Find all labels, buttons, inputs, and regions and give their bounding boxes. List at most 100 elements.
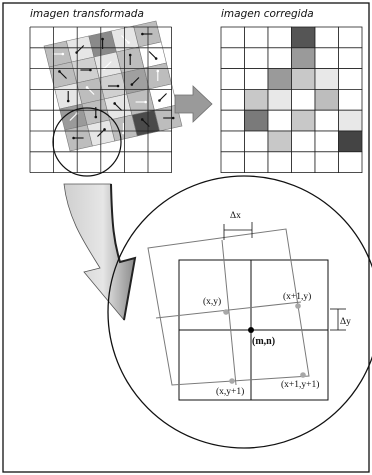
corrected-cell (338, 47, 363, 69)
corrected-cell (291, 89, 316, 111)
corrected-cell (338, 130, 363, 153)
displacement-arrowhead (66, 99, 70, 103)
displacement-arrowhead (144, 100, 147, 104)
displacement-arrowhead (101, 37, 104, 41)
displacement-arrow (103, 61, 112, 69)
title-corrected: imagen corregida (221, 8, 314, 20)
sample-point (295, 303, 301, 309)
corrected-cell (314, 130, 339, 153)
corrected-cell (314, 26, 339, 49)
title-transformed: imagen transformada (30, 8, 144, 20)
displacement-arrowhead (130, 83, 134, 86)
sample-point (223, 309, 229, 315)
input-grid-frame (147, 228, 310, 386)
corrected-cell (220, 109, 245, 132)
displacement-arrowhead (72, 136, 75, 140)
corrected-cell (267, 109, 292, 132)
corrected-cell (291, 151, 316, 174)
corrected-cell (244, 68, 269, 90)
corrected-cell (244, 130, 269, 153)
corrected-cell (220, 26, 245, 49)
input-grid-line (155, 301, 302, 319)
corrected-cell (338, 89, 363, 111)
transform-arrow-icon (174, 85, 213, 123)
displacement-arrowhead (85, 86, 89, 89)
detail-circle (107, 175, 372, 449)
displacement-arrowhead (141, 32, 144, 36)
zoom-source-circle (52, 107, 122, 177)
displacement-arrowhead (58, 70, 61, 73)
corrected-cell (244, 109, 269, 132)
center-point (248, 327, 254, 333)
sample-point (229, 378, 235, 384)
corrected-cell (314, 47, 339, 69)
displacement-arrow (114, 103, 123, 111)
corrected-cell (314, 89, 339, 111)
corrected-cell (220, 47, 245, 69)
detail-view (147, 222, 346, 401)
corrected-cell (267, 26, 292, 49)
corrected-cell (220, 130, 245, 153)
corrected-cell (244, 89, 269, 111)
corrected-image-grid (220, 26, 363, 174)
corrected-cell (220, 151, 245, 174)
zoom-arrow-icon (63, 183, 137, 321)
corrected-cell (291, 109, 316, 132)
displacement-arrow (86, 87, 95, 95)
displacement-arrowhead (127, 41, 130, 44)
corrected-cell (220, 89, 245, 111)
corrected-cell (267, 89, 292, 111)
corrected-cell (314, 151, 339, 174)
displacement-arrow (159, 93, 167, 101)
corrected-cell (338, 151, 363, 174)
displacement-arrow (59, 71, 67, 79)
displacement-arrow (131, 77, 140, 85)
corrected-cell (244, 47, 269, 69)
displacement-arrowhead (89, 68, 92, 72)
displacement-arrowhead (116, 84, 120, 88)
displacement-arrowhead (171, 116, 175, 120)
label-point-xy1: (x,y+1) (216, 386, 244, 397)
displacement-arrowhead (61, 52, 65, 56)
label-delta-y: Δy (340, 317, 351, 327)
displacement-arrowhead (103, 128, 106, 131)
label-point-x1y1: (x+1,y+1) (281, 379, 319, 390)
displacement-arrowhead (158, 99, 161, 102)
corrected-cell (267, 130, 292, 153)
corrected-cell (267, 47, 292, 69)
displacement-arrow (69, 113, 78, 121)
corrected-cell (314, 68, 339, 90)
displacement-arrow (76, 45, 85, 53)
label-point-xy: (x,y) (203, 296, 221, 307)
displacement-arrowhead (140, 118, 144, 121)
corrected-cell (244, 151, 269, 174)
corrected-cell (291, 26, 316, 49)
label-point-mn: (m,n) (252, 336, 275, 347)
label-point-x1y: (x+1,y) (283, 291, 311, 302)
displacement-arrowhead (94, 115, 98, 119)
displacement-arrowhead (154, 57, 158, 60)
transformed-image-grid (29, 20, 183, 174)
sample-point (300, 372, 306, 378)
displacement-arrow (121, 35, 129, 43)
corrected-cell (220, 68, 245, 90)
displacement-arrow (148, 51, 157, 59)
corrected-cell (267, 68, 292, 90)
corrected-cell (314, 109, 339, 132)
corrected-cell (338, 26, 363, 49)
corrected-cell (267, 151, 292, 174)
corrected-cell (338, 68, 363, 90)
input-grid-line (221, 239, 237, 386)
displacement-arrowhead (128, 53, 132, 57)
displacement-arrowhead (113, 102, 116, 105)
corrected-cell (244, 26, 269, 49)
corrected-cell (338, 109, 363, 132)
displacement-arrowhead (156, 69, 160, 73)
label-delta-x: Δx (230, 211, 241, 221)
corrected-cell (291, 47, 316, 69)
corrected-cell (291, 130, 316, 153)
corrected-cell (291, 68, 316, 90)
